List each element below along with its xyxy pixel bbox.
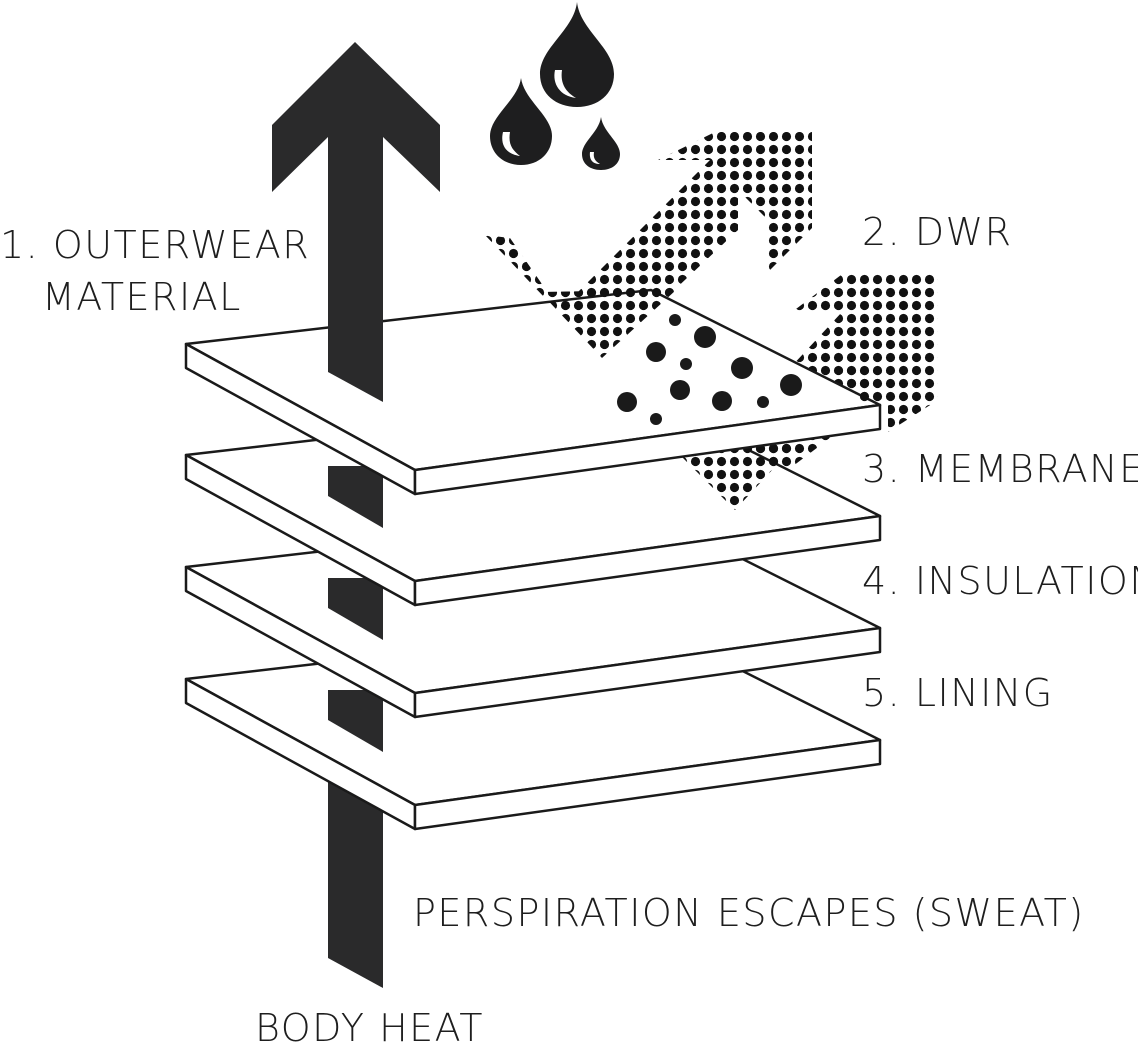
water-drop-icon (582, 117, 620, 170)
label-body-heat: BODY HEAT (255, 1006, 484, 1045)
deflected-arrow-overlay-right (838, 368, 888, 404)
label-perspiration: PERSPIRATION ESCAPES (SWEAT) (413, 891, 1085, 935)
water-drops (490, 2, 620, 170)
label-insulation: 4. INSULATION (862, 559, 1138, 603)
arrow-segment-lining (328, 690, 383, 752)
water-beads (617, 314, 802, 425)
deflected-arrow-overlay (540, 290, 676, 358)
up-arrow-overlay (328, 300, 383, 402)
label-outerwear-line2: MATERIAL (42, 275, 242, 319)
label-dwr: 2. DWR (862, 210, 1013, 254)
arrow-segment-membrane (328, 466, 383, 528)
label-outerwear-line1: 1. OUTERWEAR (0, 223, 310, 267)
label-membrane: 3. MEMBRANE (862, 447, 1138, 491)
water-drop-icon (540, 2, 614, 107)
arrow-segment-below-membrane (680, 440, 800, 510)
upper-deflected-arrow (485, 132, 812, 358)
arrow-segment-insulation (328, 578, 383, 640)
up-arrow-icon (272, 42, 440, 402)
label-lining: 5. LINING (862, 671, 1054, 715)
water-drop-icon (490, 78, 552, 165)
